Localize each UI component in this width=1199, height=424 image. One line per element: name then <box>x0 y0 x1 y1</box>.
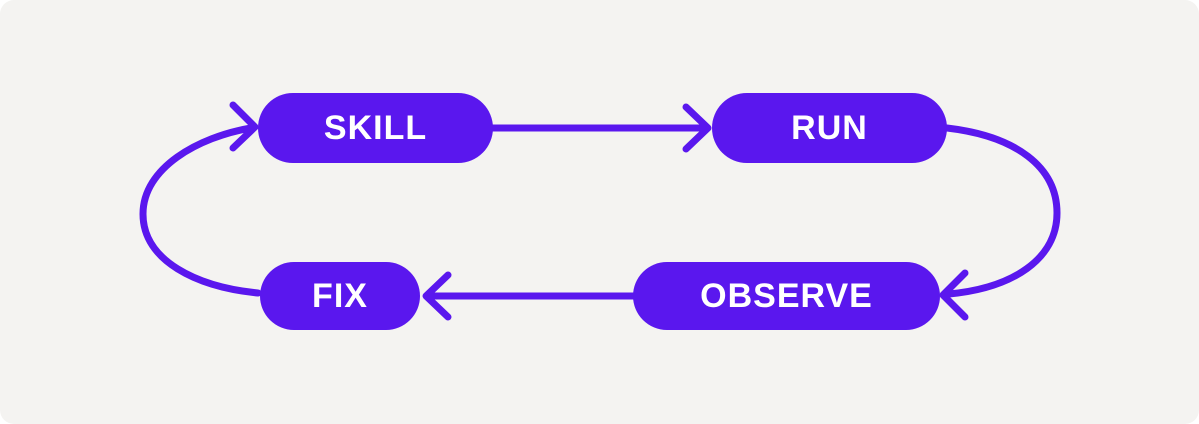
edge-observe-to-fix <box>422 271 637 321</box>
edge-skill-to-run <box>489 103 712 153</box>
node-run-label: RUN <box>791 109 868 147</box>
node-skill: SKILL <box>258 93 493 163</box>
arrow-left-icon <box>939 269 969 321</box>
edge-fix-to-skill <box>139 101 262 297</box>
node-run: RUN <box>712 93 947 163</box>
arrow-right-icon <box>229 101 259 152</box>
arrow-right-icon <box>682 103 712 153</box>
node-observe-label: OBSERVE <box>700 277 873 315</box>
node-observe: OBSERVE <box>633 262 940 330</box>
node-fix-label: FIX <box>312 277 368 315</box>
arrow-left-icon <box>422 271 452 321</box>
edge-line <box>139 124 262 297</box>
node-fix: FIX <box>260 262 420 330</box>
edge-run-to-observe <box>939 124 1061 321</box>
node-skill-label: SKILL <box>323 109 428 147</box>
edge-line <box>943 124 1061 298</box>
